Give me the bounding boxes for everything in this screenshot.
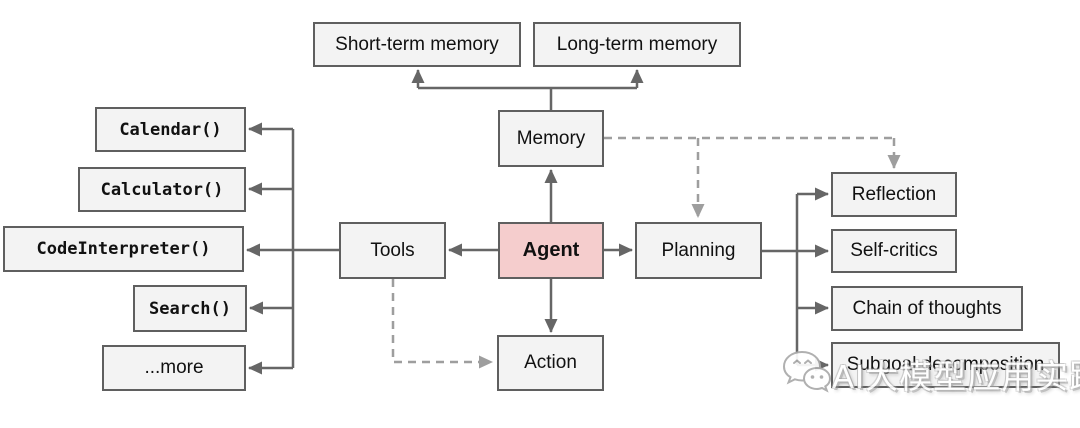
dashed-connectors xyxy=(391,136,901,369)
node-tools: Tools xyxy=(339,222,446,279)
node-agent: Agent xyxy=(498,222,604,279)
node-reflection: Reflection xyxy=(831,172,957,217)
node-self-critics: Self-critics xyxy=(831,229,957,273)
node-tool-more: ...more xyxy=(102,345,246,391)
node-planning: Planning xyxy=(635,222,762,279)
node-chain-of-thoughts: Chain of thoughts xyxy=(831,286,1023,331)
node-long-term-memory: Long-term memory xyxy=(533,22,741,67)
node-tool-search: Search() xyxy=(133,285,247,332)
dashed-arrow-tools-action xyxy=(391,279,493,369)
node-short-term-memory: Short-term memory xyxy=(313,22,521,67)
node-subgoal-decomposition: Subgoal decomposition xyxy=(831,342,1060,388)
node-tool-code-interpreter: CodeInterpreter() xyxy=(3,226,244,272)
node-tool-calendar: Calendar() xyxy=(95,107,246,152)
node-tool-calculator: Calculator() xyxy=(78,167,246,212)
line-memory-split xyxy=(418,86,637,110)
solid-connectors xyxy=(246,69,829,375)
node-action: Action xyxy=(497,335,604,391)
node-memory: Memory xyxy=(498,110,604,167)
